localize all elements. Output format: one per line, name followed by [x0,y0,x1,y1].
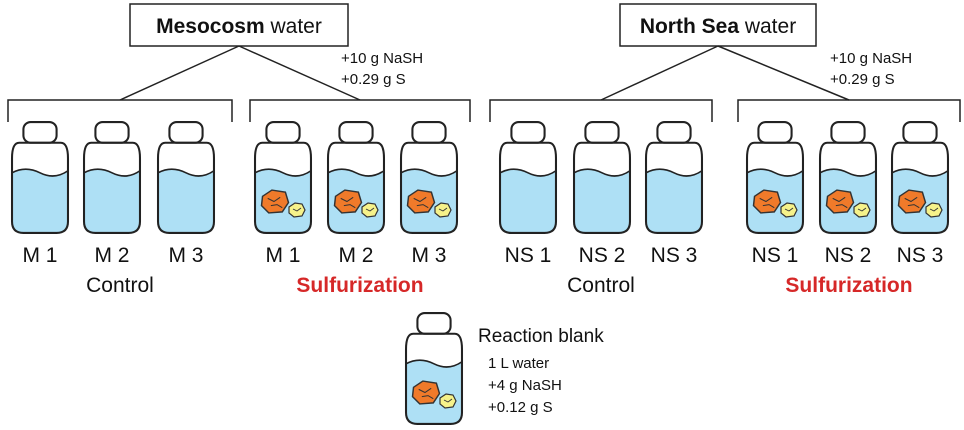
bottle-label: NS 3 [897,244,944,267]
sulfur-crystal-icon [361,202,379,218]
bottle-icon [890,121,950,234]
bottle-icon [644,121,704,234]
bottle-label: M 3 [411,244,446,267]
sample-bottle [326,121,386,234]
group-title-rest: water [739,15,796,38]
sulfur-crystal-icon [853,202,871,218]
bottle-icon [156,121,216,234]
nash-crystal-icon [897,189,927,214]
treatment-bracket [737,99,961,122]
group-title: Mesocosm water [156,15,322,38]
group-title: North Sea water [640,15,796,38]
bottle-label: NS 1 [505,244,552,267]
sulfur-crystal-icon [780,202,798,218]
nash-crystal-icon [825,189,855,214]
north-sea-group: North Sea water +10 g NaSH +0.29 g S NS 1 NS… [489,3,961,297]
addition-text: +10 g NaSH [341,50,423,67]
blank-line: 1 L water [488,355,549,372]
bottle-icon [818,121,878,234]
sample-bottle [644,121,704,234]
addition-text: +0.29 g S [341,71,406,88]
group-title-bold: Mesocosm [156,15,265,38]
bottle-label: M 1 [22,244,57,267]
bottle-label: NS 3 [651,244,698,267]
bottle-icon [404,312,464,425]
nash-crystal-icon [333,189,363,214]
bottle-label: M 2 [338,244,373,267]
sulfurization-label: Sulfurization [296,274,423,297]
title-box [619,3,817,47]
addition-text: +0.29 g S [830,71,895,88]
sample-bottle [82,121,142,234]
sample-bottle [253,121,313,234]
bottle-label: NS 2 [825,244,872,267]
bottle-icon [10,121,70,234]
group-title-bold: North Sea [640,15,740,38]
mesocosm-group: Mesocosm water +10 g NaSH +0.29 g S M 1 M 2 M… [7,3,471,297]
nash-crystal-icon [260,189,290,214]
sample-bottle [890,121,950,234]
bottle-label: M 1 [265,244,300,267]
blank-title: Reaction blank [478,326,604,347]
nash-crystal-icon [406,189,436,214]
bottle-icon [326,121,386,234]
blank-line: +0.12 g S [488,399,553,416]
connector-line [238,45,361,101]
nash-crystal-icon [411,380,441,405]
bottle-icon [82,121,142,234]
sample-bottle [10,121,70,234]
bottle-icon [253,121,313,234]
bottle-label: NS 1 [752,244,799,267]
bottle-icon [745,121,805,234]
sulfurization-label: Sulfurization [785,274,912,297]
sample-bottle [156,121,216,234]
blank-line: +4 g NaSH [488,377,562,394]
bottle-icon [572,121,632,234]
addition-text: +10 g NaSH [830,50,912,67]
bottle-label: M 2 [94,244,129,267]
connector-line [717,45,850,101]
sulfur-crystal-icon [288,202,306,218]
sample-bottle [572,121,632,234]
control-bracket [489,99,713,122]
connector-line [600,45,719,101]
reaction-blank-group: Reaction blank 1 L water +4 g NaSH +0.12 g … [404,312,604,425]
control-label: Control [86,274,154,297]
sulfur-crystal-icon [434,202,452,218]
sample-bottle [498,121,558,234]
sample-bottle [745,121,805,234]
control-label: Control [567,274,635,297]
control-bracket [7,99,233,122]
group-title-rest: water [265,15,322,38]
bottle-icon [498,121,558,234]
connector-line [119,45,240,101]
treatment-bracket [249,99,471,122]
nash-crystal-icon [752,189,782,214]
bottle-label: NS 2 [579,244,626,267]
bottle-label: M 3 [168,244,203,267]
title-box [129,3,349,47]
sample-bottle [399,121,459,234]
sulfur-crystal-icon [439,393,457,409]
blank-bottle [404,312,464,425]
bottle-icon [399,121,459,234]
sample-bottle [818,121,878,234]
sulfur-crystal-icon [925,202,943,218]
